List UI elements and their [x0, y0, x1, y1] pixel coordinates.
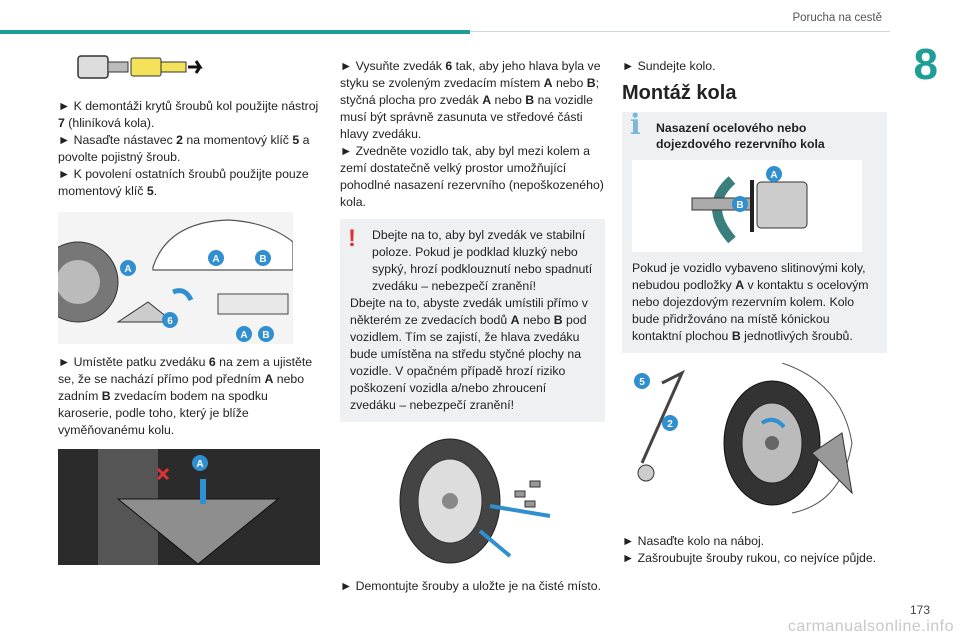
column-3: ► Sundejte kolo. Montáž kola i Nasazení … [622, 48, 887, 567]
info-box: i Nasazení ocelového nebo dojezdového re… [622, 108, 887, 353]
watermark: carmanualsonline.info [787, 618, 954, 635]
instruction-extend-jack: ► Vysuňte zvedák 6 tak, aby jeho hlava b… [340, 59, 601, 141]
info-icon: i [630, 108, 641, 141]
jack-position-figure: A B A 6 A B [58, 212, 293, 344]
info-text: Pokud je vozidlo vybaveno slitinovými ko… [632, 261, 869, 343]
bolt-washer-figure: A B [632, 160, 862, 252]
header-accent-bar [0, 30, 470, 34]
remove-bolts-figure [340, 436, 602, 566]
wheel-bolts-illustration [399, 438, 551, 564]
warning-icon: ! [348, 225, 356, 252]
jack-under-car-figure: A [58, 449, 320, 565]
instruction-remove-wheel: ► Sundejte kolo. [622, 59, 716, 73]
chapter-number: 8 [913, 40, 938, 89]
label-a-sill: A [240, 330, 247, 341]
label-a-jack: A [196, 459, 203, 470]
label-b: B [259, 254, 266, 265]
label-a-washer: A [770, 170, 777, 181]
mount-wheel-figure: 5 2 [622, 363, 884, 515]
bolt-washer-illustration: A B [691, 166, 808, 244]
warning-text-1: Dbejte na to, aby byl zvedák ve stabilní… [372, 228, 593, 293]
label-6: 6 [167, 316, 173, 327]
instruction-remove-bolts: ► Demontujte šrouby a uložte je na čisté… [340, 579, 601, 593]
instruction-place-jack: ► Umístěte patku zvedáku 6 na zem a ujis… [58, 355, 313, 437]
label-a: A [212, 254, 219, 265]
label-a-wheel: A [124, 264, 131, 275]
page-number: 173 [909, 603, 930, 617]
label-b-sill: B [262, 330, 269, 341]
car-jack-illustration: A B A 6 A B [58, 212, 293, 344]
warning-box: ! Dbejte na to, aby byl zvedák ve stabil… [340, 219, 605, 422]
lift-point-labels: A B A 6 A B [120, 250, 274, 342]
header-rule [470, 31, 890, 32]
instruction-fit-socket: ► Nasaďte nástavec 2 na momentový klíč 5… [58, 133, 310, 164]
jack-closeup-illustration: A [58, 449, 320, 565]
column-2: ► Vysuňte zvedák 6 tak, aby jeho hlava b… [340, 48, 605, 595]
instruction-fit-wheel: ► Nasaďte kolo na náboj. [622, 534, 765, 548]
wrench-tool-figure [76, 48, 323, 90]
tool-7-icon [77, 55, 203, 79]
label-2: 2 [667, 419, 673, 430]
instruction-remove-caps: ► K demontáži krytů šroubů kol použijte … [58, 99, 319, 130]
warning-text-2: Dbejte na to, abyste zvedák umístili pří… [350, 296, 588, 412]
info-title: Nasazení ocelového nebo dojezdového reze… [656, 121, 825, 151]
instruction-raise-vehicle: ► Zvedněte vozidlo tak, aby byl mezi kol… [340, 144, 604, 209]
instruction-tighten-bolts: ► Zašroubujte šrouby rukou, co nejvíce p… [622, 551, 877, 565]
section-title: Montáž kola [622, 82, 737, 104]
running-header: Porucha na cestě [792, 12, 882, 24]
wheel-mount-illustration: 5 2 [634, 363, 853, 514]
label-5: 5 [639, 377, 645, 388]
instruction-loosen-bolts: ► K povolení ostatních šroubů použijte p… [58, 167, 309, 198]
label-b-cone: B [736, 200, 743, 211]
column-1: ► K demontáži krytů šroubů kol použijte … [58, 48, 323, 565]
